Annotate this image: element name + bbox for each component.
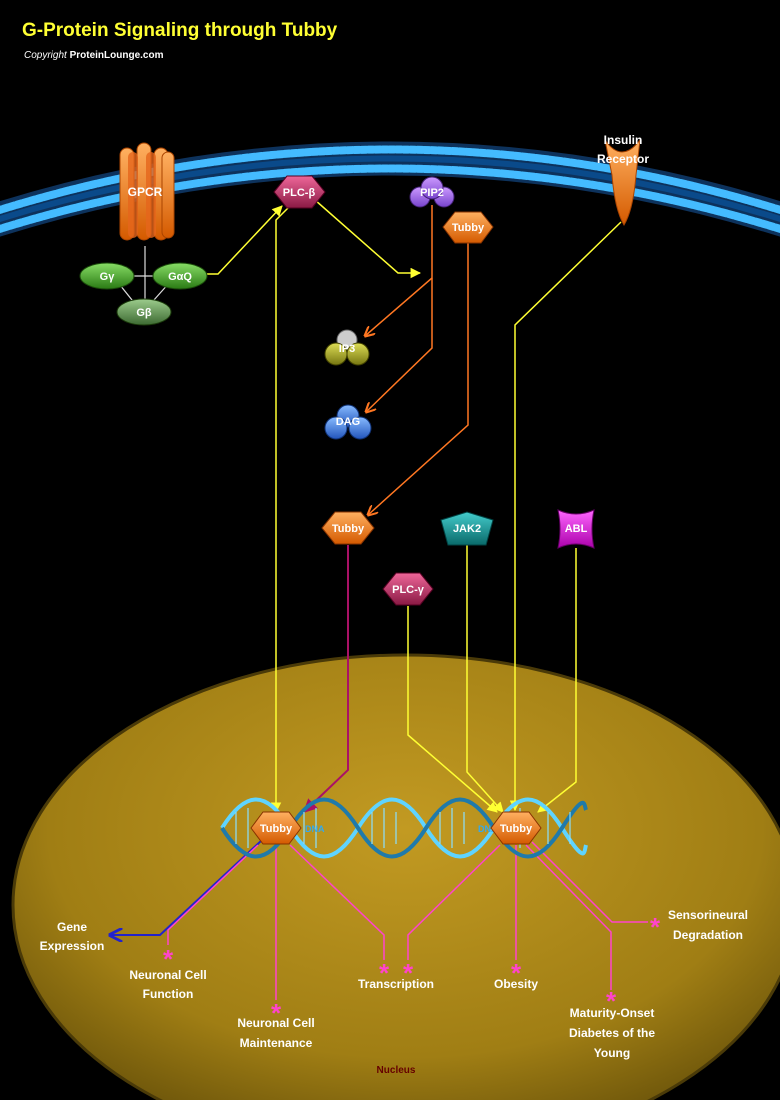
nucleus-label: Nucleus <box>377 1065 416 1076</box>
abl-node[interactable]: ABL <box>557 509 595 549</box>
gene-expression-label-2: Expression <box>40 939 105 953</box>
arrow-pip2-dag <box>366 278 433 412</box>
copyright-text: Copyright ProteinLounge.com <box>24 50 164 61</box>
arrow-plcb-nucleus <box>270 205 291 814</box>
gpcr-receptor[interactable]: GPCR <box>119 142 175 241</box>
insulin-receptor-label-1: Insulin <box>604 133 643 147</box>
arrow-jak2-nucleus <box>466 545 504 813</box>
insulin-receptor-node[interactable]: Insulin Receptor <box>597 133 649 226</box>
tubby-nuclear-right-node[interactable]: Tubby <box>490 811 542 845</box>
line-sensorineural <box>531 841 648 923</box>
arrow-tubby-release <box>368 243 469 515</box>
outcome-markers: * * * * * * * <box>163 912 661 1028</box>
copyright-prefix: Copyright <box>24 50 67 61</box>
tubby-cytoplasm-node[interactable]: Tubby <box>321 511 375 545</box>
dag-label: DAG <box>336 416 360 428</box>
neuronal-maintenance-label-2: Maintenance <box>240 1036 313 1050</box>
g-gamma-node[interactable]: Gγ <box>79 262 135 290</box>
arrow-pip2-ip3 <box>365 205 433 336</box>
g-beta-node[interactable]: Gβ <box>116 298 172 326</box>
page-title: G-Protein Signaling through Tubby <box>22 20 338 41</box>
line-left-transcription <box>289 844 385 960</box>
arrow-plcg-nucleus <box>407 606 498 813</box>
line-mody <box>525 844 612 990</box>
outcome-labels: Gene Expression Neuronal Cell Function N… <box>40 908 748 1060</box>
mody-label-3: Young <box>594 1046 630 1060</box>
line-neuronal-function <box>167 844 259 945</box>
neuronal-function-label-2: Function <box>143 987 194 1001</box>
tubby-membrane-node[interactable]: Tubby <box>442 211 494 244</box>
plc-beta-node[interactable]: PLC-β <box>273 175 326 209</box>
g-alpha-q-label: GαQ <box>168 271 192 283</box>
asterisk-icon: * <box>379 958 390 988</box>
neuronal-function-label-1: Neuronal Cell <box>129 968 206 982</box>
plc-beta-label: PLC-β <box>283 187 316 199</box>
insulin-receptor-label-2: Receptor <box>597 152 649 166</box>
tubby-membrane-label: Tubby <box>452 222 485 234</box>
jak2-node[interactable]: JAK2 <box>440 511 494 546</box>
gpcr-label: GPCR <box>128 185 163 199</box>
line-gene-expression <box>110 839 263 935</box>
plc-gamma-label: PLC-γ <box>392 584 425 596</box>
gene-expression-label-1: Gene <box>57 920 87 934</box>
sensorineural-label-1: Sensorineural <box>668 908 748 922</box>
plc-gamma-node[interactable]: PLC-γ <box>382 572 434 606</box>
ip3-label: IP3 <box>339 343 356 355</box>
arrow-abl-nucleus <box>537 548 577 813</box>
dag-node[interactable]: DAG <box>324 404 372 440</box>
arrow-tubby-nucleus <box>302 545 349 813</box>
nucleus <box>11 653 780 1100</box>
asterisk-icon: * <box>511 958 522 988</box>
abl-label: ABL <box>565 523 588 535</box>
tubby-cytoplasm-label: Tubby <box>332 523 365 535</box>
sensorineural-label-2: Degradation <box>673 928 743 942</box>
g-gamma-label: Gγ <box>100 271 116 283</box>
arrow-plcb-pip2 <box>314 199 422 279</box>
arrow-gaq-plcb <box>206 205 283 275</box>
g-alpha-q-node[interactable]: GαQ <box>152 262 208 290</box>
tubby-nuclear-right-label: Tubby <box>500 823 533 835</box>
g-beta-label: Gβ <box>136 307 152 319</box>
jak2-label: JAK2 <box>453 523 481 535</box>
neuronal-maintenance-label-1: Neuronal Cell <box>237 1016 314 1030</box>
mody-label-1: Maturity-Onset <box>570 1006 655 1020</box>
asterisk-icon: * <box>403 958 414 988</box>
tubby-nuclear-left-node[interactable]: Tubby <box>250 811 302 845</box>
asterisk-icon: * <box>271 998 282 1028</box>
obesity-label: Obesity <box>494 977 538 991</box>
dna-label-right: DNA <box>478 824 498 834</box>
asterisk-icon: * <box>650 912 661 942</box>
transcription-label: Transcription <box>358 977 434 991</box>
ip3-node[interactable]: IP3 <box>324 329 370 366</box>
cell-membrane <box>0 141 780 237</box>
asterisk-icon: * <box>606 986 617 1016</box>
dna-label-left: DNA <box>305 824 325 834</box>
connections <box>110 199 648 1000</box>
line-right-transcription <box>407 844 501 960</box>
asterisk-icon: * <box>163 944 174 974</box>
pip2-label: PIP2 <box>420 187 444 199</box>
mody-label-2: Diabetes of the <box>569 1026 655 1040</box>
arrow-insulin-nucleus <box>509 221 622 812</box>
tubby-nuclear-left-label: Tubby <box>260 823 293 835</box>
copyright-site: ProteinLounge.com <box>69 50 164 61</box>
pip2-node[interactable]: PIP2 <box>409 176 455 208</box>
